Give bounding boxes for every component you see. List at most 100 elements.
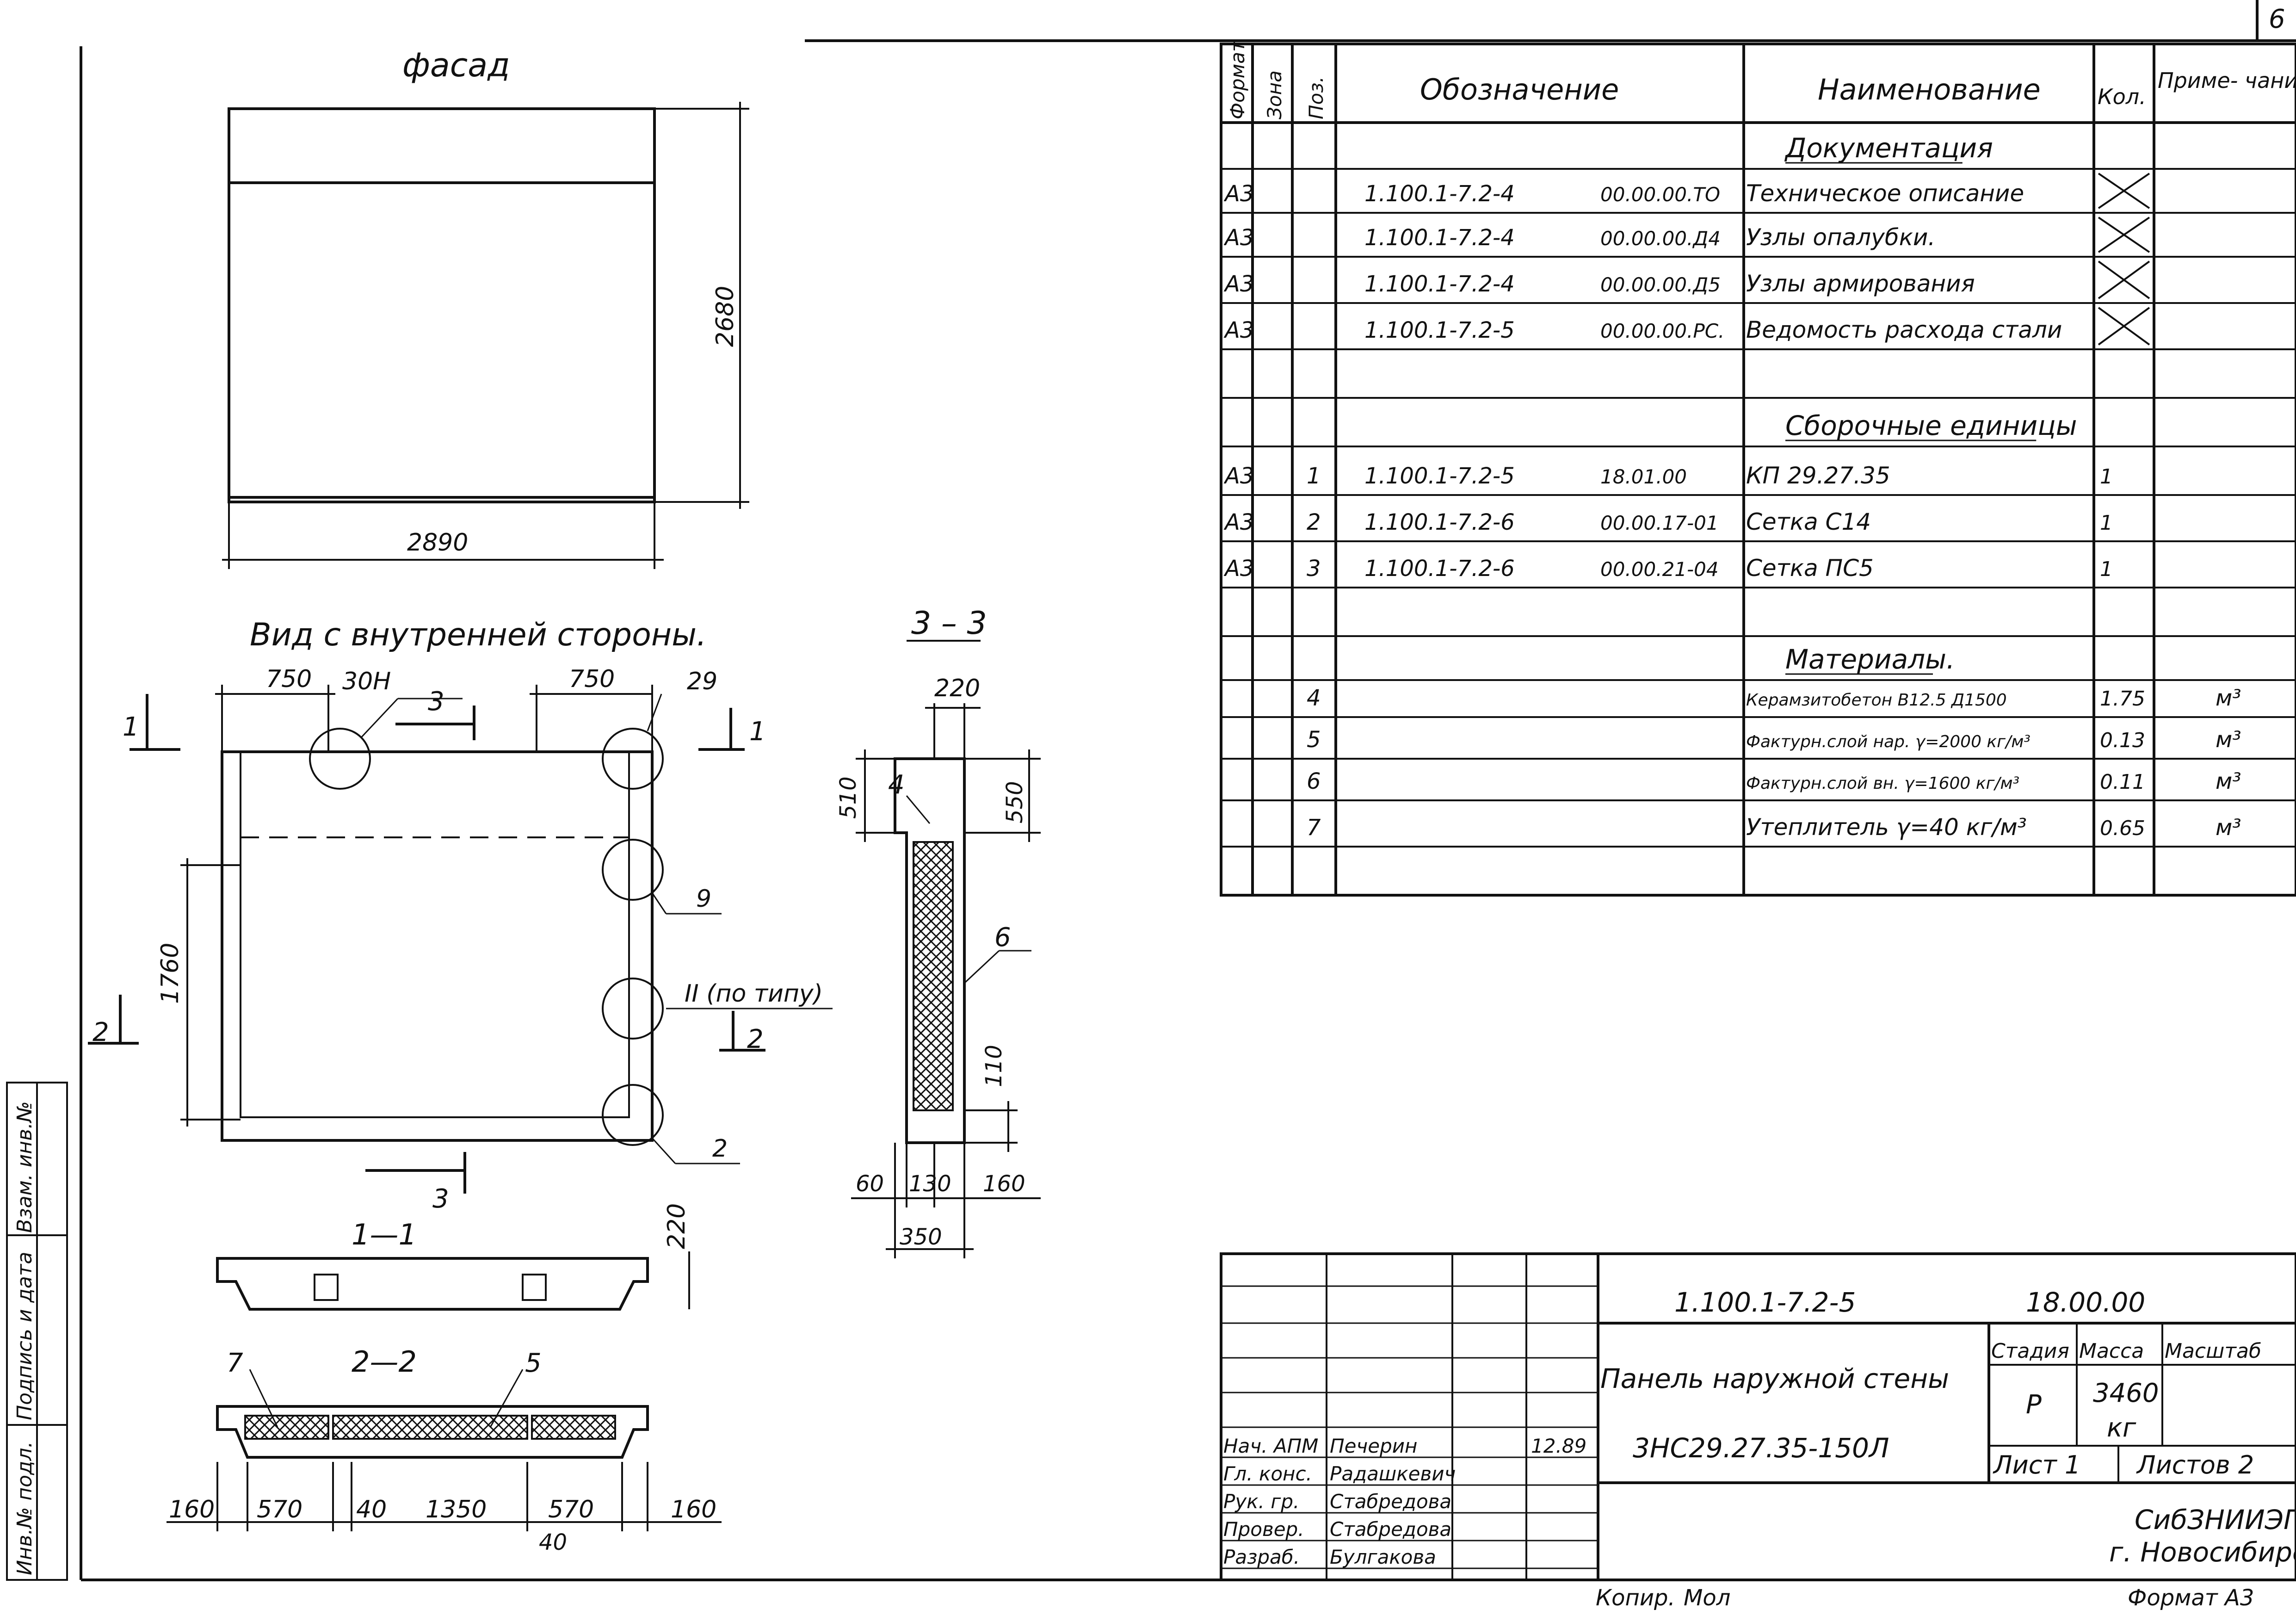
section-3-3-dim-510: 510	[835, 776, 861, 819]
inner-dim-right: 750	[569, 665, 615, 693]
spec-cell-name: Керамзитобетон В12.5 Д1500	[1746, 691, 2007, 710]
spec-cell-pos: 4	[1307, 685, 1321, 711]
inner-dim-height: 1760	[156, 943, 184, 1004]
cross-mark	[2098, 307, 2150, 346]
spec-cell-pos: 1	[1307, 463, 1321, 489]
spec-row: Сборочные единицы	[1785, 410, 2077, 441]
tb-mass: 3460	[2093, 1378, 2159, 1408]
spec-cell-qty: 1	[2100, 511, 2113, 535]
tb-copy-sign: Мол	[1684, 1585, 1730, 1611]
tb-code: 1.100.1-7.2-5	[1674, 1287, 1856, 1318]
spec-cell-name: Техническое описание	[1746, 180, 2024, 207]
section-2-2-pos5: 5	[525, 1348, 542, 1378]
section-3-3-pos6: 6	[994, 922, 1011, 953]
spec-header-qty: Кол.	[2098, 84, 2146, 109]
section-3-3-dim-top: 220	[934, 675, 980, 702]
tb-mass-label: Масса	[2079, 1339, 2144, 1363]
tb-sheet: Лист 1	[1993, 1450, 2080, 1480]
spec-cell-qty: 0.11	[2100, 770, 2145, 794]
spec-cell-designation: 1.100.1-7.2-5	[1364, 317, 1515, 343]
tb-mass-unit: кг	[2107, 1413, 2136, 1443]
tb-org-line2: г. Новосибирск	[2109, 1536, 2296, 1568]
spec-cell-name: Утеплитель γ=40 кг/м³	[1746, 814, 2027, 841]
staff-name: Радашкевич	[1330, 1462, 1456, 1485]
facade-dim-width: 2890	[407, 529, 468, 557]
title-block: 1.100.1-7.2-5 18.00.00 Панель наружной с…	[1220, 1252, 2296, 1611]
cut-3-top: 3	[428, 687, 444, 717]
spec-cell-format: А3	[1223, 509, 1254, 535]
spec-row: Материалы.	[1785, 644, 1955, 675]
section-2-2-dim-under: 40	[539, 1529, 567, 1555]
spec-cell-format: А3	[1223, 556, 1254, 582]
tb-format: Формат А3	[2128, 1585, 2254, 1611]
spec-cell-pos: 5	[1307, 727, 1321, 753]
cut-2-left: 2	[93, 1017, 109, 1047]
section-2-2-dim-3: 1350	[426, 1496, 487, 1523]
spec-cell-code: 00.00.21-04	[1600, 558, 1719, 581]
inner-dim-left: 750	[266, 665, 312, 693]
section-1-1: 1—1 220	[216, 1203, 691, 1311]
spec-cell-name: Ведомость расхода стали	[1746, 316, 2062, 343]
section-3-3-title: 3 – 3	[911, 605, 987, 642]
section-3-3-dim-160: 160	[983, 1171, 1025, 1197]
spec-cell-qty: 1.75	[2100, 687, 2145, 711]
spec-cell-note: м³	[2216, 727, 2241, 753]
section-1-1-title: 1—1	[352, 1218, 417, 1251]
stamp-inv-orig: Инв.№ подл.	[13, 1441, 37, 1575]
section-3-3-dim-550: 550	[1002, 781, 1028, 823]
spec-cell-qty: 0.13	[2100, 729, 2145, 752]
section-2-2-pos7: 7	[227, 1348, 243, 1378]
tb-stage: Р	[2026, 1390, 2042, 1420]
spec-row: Документация	[1784, 132, 1993, 164]
spec-cell-name: Фактурн.слой вн. γ=1600 кг/м³	[1746, 774, 2019, 793]
facade-view: фасад 2680 2890	[222, 46, 749, 569]
tb-code-suffix: 18.00.00	[2026, 1287, 2145, 1318]
section-3-3-pos4: 4	[888, 770, 905, 800]
spec-cell-code: 00.00.17-01	[1600, 512, 1719, 534]
inner-view-title: Вид с внутренней стороны.	[250, 617, 707, 653]
spec-cell-code: 00.00.00.Д5	[1600, 273, 1721, 296]
stamp-inv-repl: Взам. инв.№	[13, 1101, 37, 1233]
staff-role: Нач. АПМ	[1223, 1435, 1318, 1457]
node-30n: 30Н	[342, 668, 391, 695]
section-2-2-dim-0: 160	[169, 1496, 215, 1523]
spec-cell-name: Узлы армирования	[1746, 270, 1975, 297]
staff-name: Стабредова	[1330, 1518, 1451, 1541]
section-2-2: 2—2 7 5 160 570 40 1350 570 160 40	[167, 1345, 722, 1555]
spec-cell-designation: 1.100.1-7.2-4	[1364, 225, 1515, 251]
section-3-3-dim-60: 60	[856, 1171, 884, 1197]
node-9: 9	[696, 885, 711, 913]
staff-row: Гл. конс.Радашкевич	[1223, 1462, 1456, 1485]
tb-scale-label: Масштаб	[2165, 1339, 2261, 1363]
spec-cell-code: 00.00.00.РС.	[1600, 320, 1724, 342]
spec-cell-qty: 0.65	[2100, 817, 2145, 840]
spec-cell-format: А3	[1223, 181, 1254, 207]
cut-1-right: 1	[749, 717, 766, 747]
spec-header-designation: Обозначение	[1420, 73, 1619, 106]
section-2-2-dim-1: 570	[257, 1496, 302, 1523]
section-2-2-dim-4: 570	[548, 1496, 594, 1523]
staff-name: Булгакова	[1330, 1546, 1436, 1568]
tb-name-line1: Панель наружной стены	[1600, 1363, 1949, 1394]
cross-mark	[2098, 173, 2150, 209]
section-3-3-dim-130: 130	[909, 1171, 951, 1197]
side-stamp: Инв.№ подл. Подпись и дата Взам. инв.№	[6, 1082, 68, 1581]
spec-cell-name: Сетка ПС5	[1746, 555, 1874, 582]
spec-cell-name: Сетка С14	[1746, 508, 1871, 535]
staff-role: Разраб.	[1223, 1546, 1300, 1568]
staff-row: Рук. гр.Стабредова	[1223, 1490, 1451, 1513]
spec-header-zone: Зона	[1263, 70, 1286, 119]
staff-role: Провер.	[1223, 1518, 1304, 1541]
spec-cell-name: Сборочные единицы	[1785, 410, 2077, 441]
